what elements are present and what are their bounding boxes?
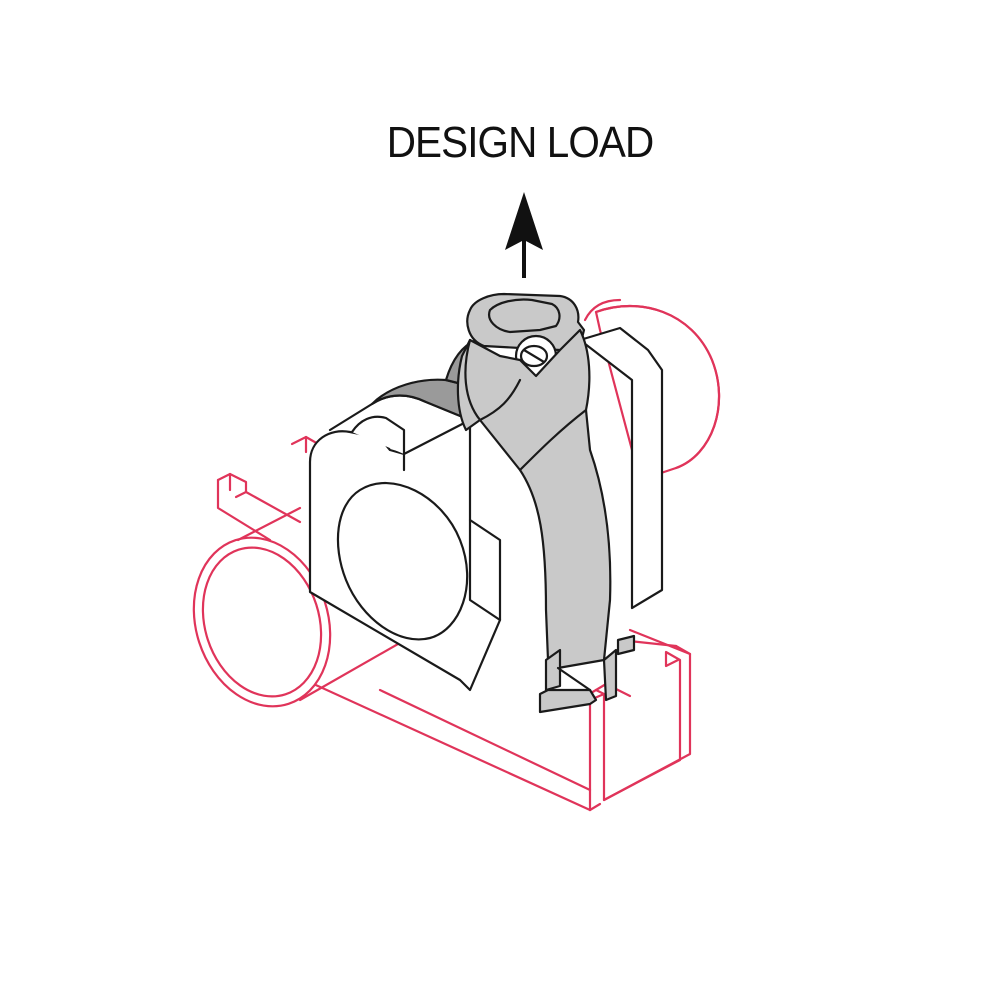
arrow-up-icon	[505, 192, 543, 278]
design-load-label: DESIGN LOAD	[386, 118, 654, 167]
clamp-strap	[456, 292, 636, 714]
